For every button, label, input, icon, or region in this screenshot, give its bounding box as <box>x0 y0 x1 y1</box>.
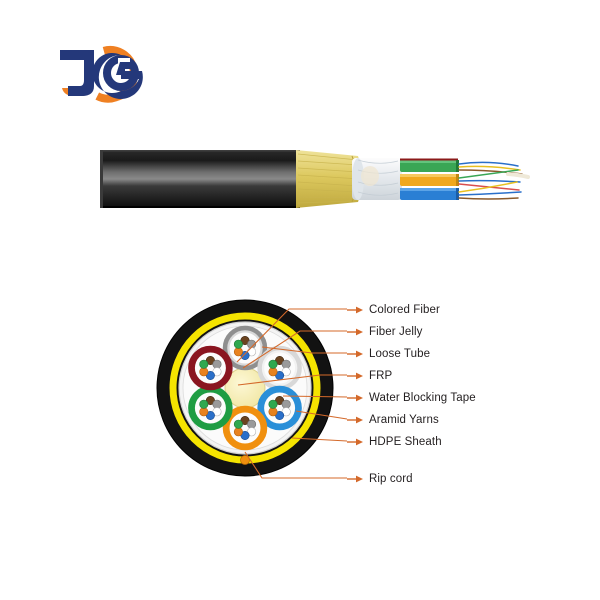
cable-photo <box>90 130 530 230</box>
callout-label: Water Blocking Tape <box>369 391 476 404</box>
callout-label: Loose Tube <box>369 347 431 360</box>
jg-logo-icon <box>60 46 143 103</box>
arrow-right-icon <box>347 475 363 483</box>
arrow-right-icon <box>347 372 363 380</box>
loose-tube-lower-right <box>257 385 302 431</box>
callout-frp: FRP <box>347 368 392 384</box>
callout-hdpe-sheath: HDPE Sheath <box>347 434 442 450</box>
arrow-right-icon <box>347 394 363 402</box>
arrow-right-icon <box>347 438 363 446</box>
arrow-right-icon <box>347 416 363 424</box>
callout-aramid-yarns: Aramid Yarns <box>347 412 439 428</box>
loose-tube-lower-left <box>188 385 233 431</box>
jg-logo <box>52 42 162 104</box>
loose-tube-bottom <box>222 405 268 451</box>
arrow-right-icon <box>347 306 363 314</box>
loose-tube-upper-left <box>188 345 233 391</box>
loose-tube-upper-right <box>257 345 302 391</box>
cross-section-diagram <box>156 299 334 477</box>
callout-rip-cord: Rip cord <box>347 471 413 487</box>
arrow-right-icon <box>347 328 363 336</box>
arrow-right-icon <box>347 350 363 358</box>
callout-loose-tube: Loose Tube <box>347 346 430 362</box>
callout-label: Fiber Jelly <box>369 325 423 338</box>
callout-label: Colored Fiber <box>369 303 440 316</box>
callout-label: Aramid Yarns <box>369 413 439 426</box>
cable-cross-section <box>150 288 340 488</box>
callout-fiber-jelly: Fiber Jelly <box>347 324 423 340</box>
callout-label: Rip cord <box>369 472 413 485</box>
callout-water-blocking-tape: Water Blocking Tape <box>347 390 476 406</box>
callout-label: FRP <box>369 369 393 382</box>
callout-label: HDPE Sheath <box>369 435 442 448</box>
rip-cord-dot <box>240 455 250 465</box>
cable-illustration <box>100 150 530 208</box>
callout-colored-fiber: Colored Fiber <box>347 302 440 318</box>
